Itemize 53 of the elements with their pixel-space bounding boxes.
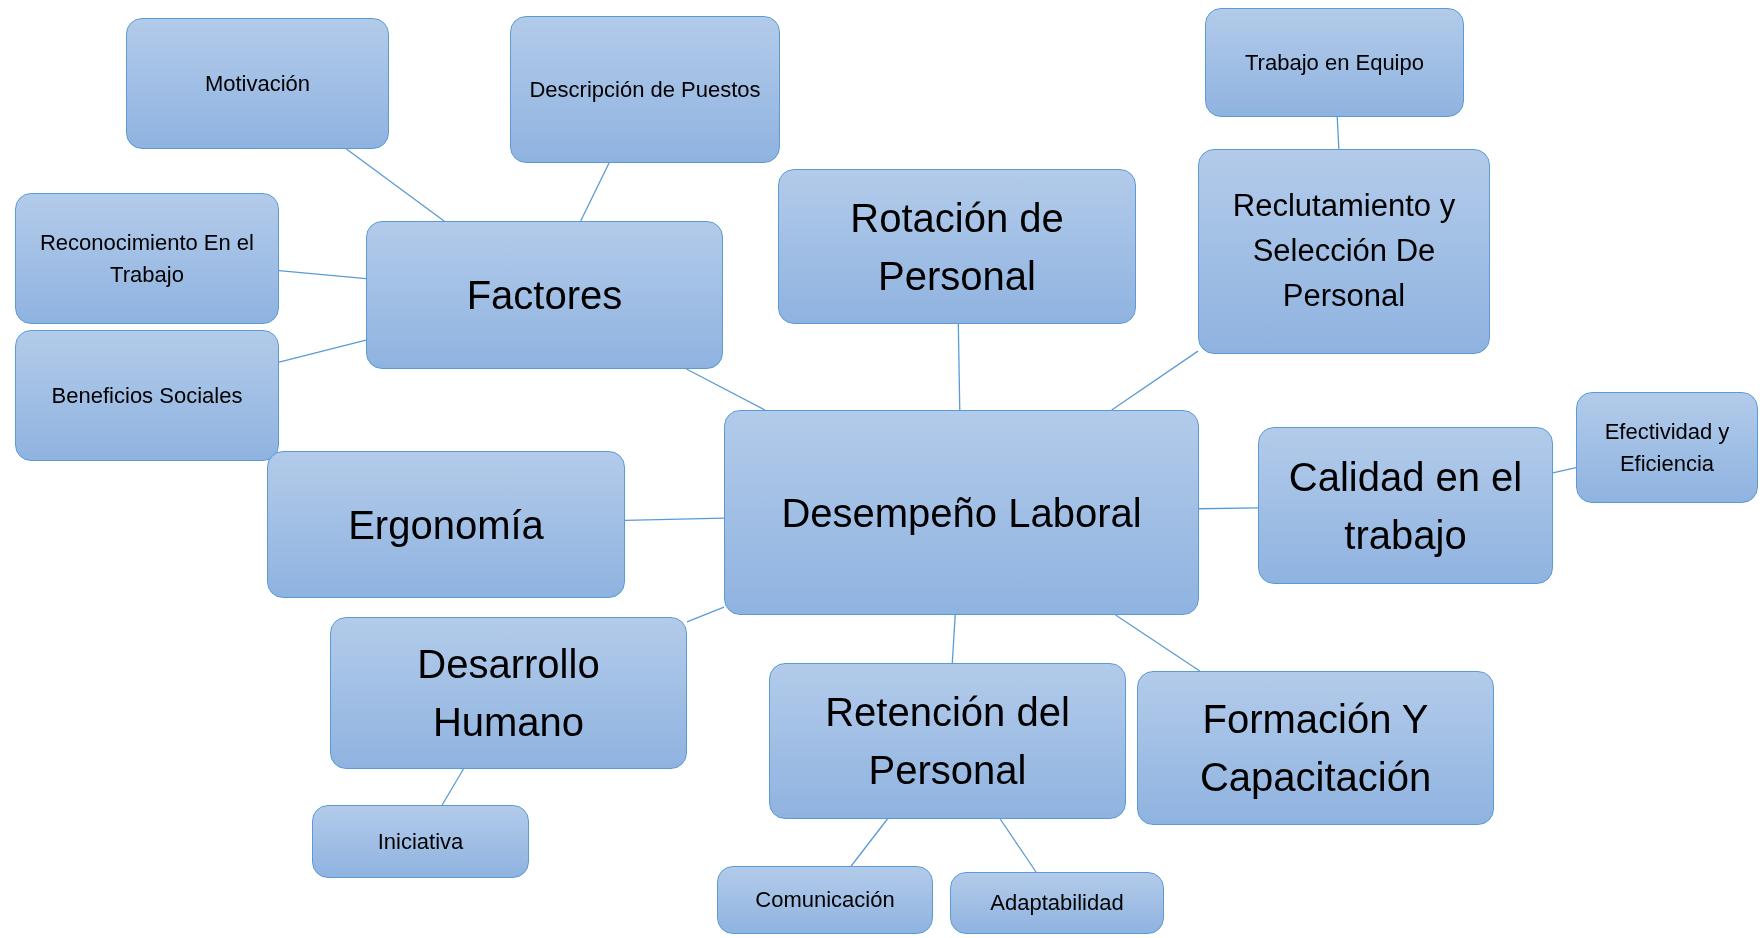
concept-box <box>1198 149 1490 354</box>
concept-box <box>778 169 1136 324</box>
concept-label: Rotación de Personal <box>849 194 1065 300</box>
connector-line <box>686 606 725 623</box>
concept-label: Comunicación <box>755 886 895 915</box>
concept-box <box>1576 392 1758 503</box>
connector-line <box>278 269 367 280</box>
concept-label: Ergonomía <box>348 501 544 549</box>
concept-label: Beneficios Sociales <box>51 381 243 410</box>
concept-box <box>267 451 625 598</box>
connector-line <box>685 368 766 411</box>
concept-label: Formación Y Capacitación <box>1198 696 1433 801</box>
concept-box <box>769 663 1126 819</box>
connector-line <box>1336 116 1340 150</box>
concept-box <box>126 18 389 149</box>
concept-box <box>15 193 279 324</box>
concept-box <box>312 805 529 878</box>
concept-label: Retención del Personal <box>824 689 1071 794</box>
connector-line <box>278 339 367 363</box>
concept-label: Reconocimiento En el Trabajo <box>39 228 255 289</box>
concept-label: Iniciativa <box>377 827 464 856</box>
connector-line <box>441 768 465 806</box>
concept-box <box>510 16 780 163</box>
concept-label: Desarrollo Humano <box>416 641 601 746</box>
concept-label: Reclutamiento y Selección De Personal <box>1231 187 1457 315</box>
connector-line <box>1111 350 1199 411</box>
concept-box <box>330 617 687 769</box>
concept-label: Trabajo en Equipo <box>1245 48 1424 77</box>
connector-line <box>1114 614 1201 672</box>
concept-label: Factores <box>466 272 623 319</box>
connector-line <box>1552 467 1577 474</box>
concept-label: Descripción de Puestos <box>529 75 761 104</box>
concept-label: Adaptabilidad <box>990 889 1124 918</box>
connector-line <box>345 148 445 222</box>
connector-line <box>957 323 961 411</box>
connector-line <box>624 517 725 521</box>
connector-line <box>999 818 1037 873</box>
concept-box <box>1205 8 1464 117</box>
concept-box <box>15 330 279 461</box>
concept-box <box>366 221 723 369</box>
concept-box <box>950 872 1164 934</box>
concept-label: Efectividad y Eficiencia <box>1603 417 1731 478</box>
concept-label: Calidad en el trabajo <box>1287 453 1524 559</box>
concept-box <box>717 866 933 934</box>
concept-box <box>1137 671 1494 825</box>
connector-line <box>951 614 956 664</box>
concept-label: Motivación <box>204 69 311 98</box>
concept-box <box>1258 427 1553 584</box>
concept-label: Desempeño Laboral <box>781 489 1142 537</box>
connector-line <box>1198 507 1259 510</box>
connector-line <box>850 818 889 867</box>
concept-box <box>724 410 1199 615</box>
connector-line <box>580 162 610 222</box>
